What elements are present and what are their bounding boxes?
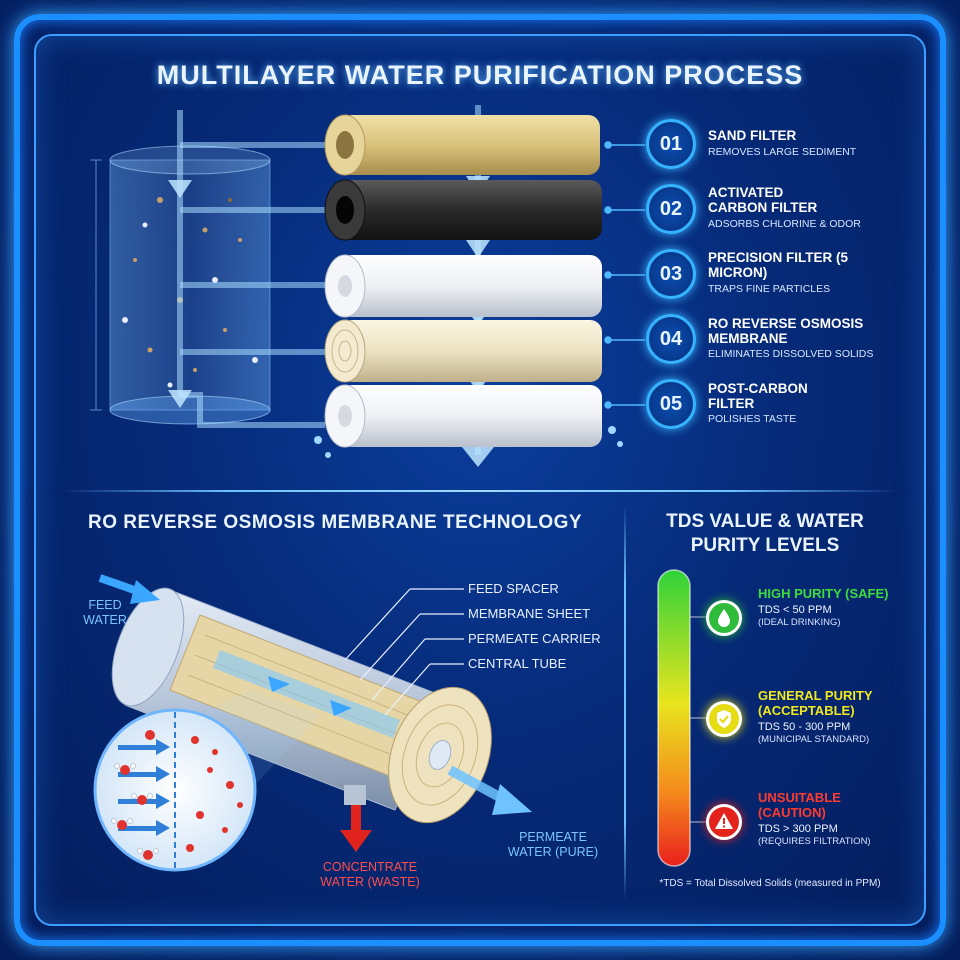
feed-arrow	[98, 574, 160, 604]
purity-level-unsuitable: UNSUITABLE (CAUTION) TDS > 300 PPM (REQU…	[758, 790, 908, 848]
ro-membrane-cartridge	[324, 319, 602, 383]
stage-number-badge: 01	[646, 119, 696, 169]
purity-title: UNSUITABLE (CAUTION)	[758, 790, 841, 820]
stage-connectors	[604, 141, 645, 409]
stage-title: PRECISION FILTER (5 MICRON)	[708, 250, 849, 280]
inner-border	[34, 34, 926, 926]
stage-title: RO REVERSE OSMOSIS MEMBRANE	[708, 316, 864, 346]
stage-title: ACTIVATED CARBON FILTER	[708, 185, 818, 215]
permeate-water-label: PERMEATE WATER (PURE)	[507, 830, 599, 859]
stage-description: ELIMINATES DISSOLVED SOLIDS	[708, 348, 874, 360]
stage-number-badge: 03	[646, 249, 696, 299]
water-droplets	[314, 426, 623, 458]
pp-filter-cartridge	[324, 254, 602, 318]
layer-label-membrane-sheet: MEMBRANE SHEET	[468, 606, 591, 621]
permeate-arrow	[447, 765, 532, 815]
check-shield-icon	[706, 701, 742, 737]
purity-note: (REQUIRES FILTRATION)	[758, 836, 871, 847]
purity-range: TDS 50 - 300 PPM	[758, 721, 851, 733]
stage-02: 02 ACTIVATED CARBON FILTER ADSORBS CHLOR…	[640, 180, 900, 240]
water-drop-icon	[706, 600, 742, 636]
stage-number-badge: 05	[646, 379, 696, 429]
tds-scale-bar	[657, 569, 710, 867]
concentrate-arrow	[340, 805, 372, 852]
section-divider-horizontal	[62, 490, 898, 492]
carbon-filter-cartridge	[324, 179, 602, 241]
ro-section-title: RO REVERSE OSMOSIS MEMBRANE TECHNOLOGY	[88, 512, 583, 533]
stage-03: 03 PRECISION FILTER (5 MICRON) TRAPS FIN…	[640, 245, 900, 305]
purity-level-general: GENERAL PURITY (ACCEPTABLE) TDS 50 - 300…	[758, 688, 908, 746]
section-divider-vertical	[624, 505, 626, 900]
stage-title: POST-CARBON FILTER	[708, 381, 808, 411]
concentrate-water-label: CONCENTRATE WATER (WASTE)	[320, 860, 420, 889]
purity-range: TDS > 300 PPM	[758, 823, 838, 835]
stage-description: ADSORBS CHLORINE & ODOR	[708, 218, 861, 230]
stage-number-badge: 04	[646, 314, 696, 364]
internal-flow-arrows	[268, 676, 352, 716]
layer-label-feed-spacer: FEED SPACER	[468, 581, 559, 596]
molecule-zoom-circle	[93, 708, 257, 872]
warning-icon	[706, 804, 742, 840]
purity-title: HIGH PURITY (SAFE)	[758, 586, 889, 601]
stage-description: TRAPS FINE PARTICLES	[708, 283, 831, 295]
feed-water-label: FEED WATER	[83, 598, 127, 627]
tds-section-title: TDS VALUE & WATER PURITY LEVELS	[666, 511, 864, 556]
tds-footnote: *TDS = Total Dissolved Solids (measured …	[659, 878, 881, 889]
post-carbon-cartridge	[324, 384, 602, 448]
ro-module	[111, 587, 492, 824]
purity-range: TDS < 50 PPM	[758, 604, 832, 616]
layer-callouts	[344, 588, 464, 716]
stage-05: 05 POST-CARBON FILTER POLISHES TASTE	[640, 375, 900, 435]
stage-number-badge: 02	[646, 184, 696, 234]
stage-description: POLISHES TASTE	[708, 413, 797, 425]
layer-label-central-tube: CENTRAL TUBE	[468, 656, 567, 671]
stage-01: 01 SAND FILTER REMOVES LARGE SEDIMENT	[640, 115, 900, 175]
purity-note: (IDEAL DRINKING)	[758, 617, 841, 628]
main-title: MULTILAYER WATER PURIFICATION PROCESS	[156, 60, 804, 90]
purity-level-high: HIGH PURITY (SAFE) TDS < 50 PPM (IDEAL D…	[758, 586, 908, 629]
sand-filter-cartridge	[324, 114, 600, 176]
stage-description: REMOVES LARGE SEDIMENT	[708, 146, 857, 158]
purity-title: GENERAL PURITY (ACCEPTABLE)	[758, 688, 873, 718]
outer-border	[14, 14, 946, 946]
stage-04: 04 RO REVERSE OSMOSIS MEMBRANE ELIMINATE…	[640, 310, 900, 370]
purity-note: (MUNICIPAL STANDARD)	[758, 734, 870, 745]
layer-label-permeate-carrier: PERMEATE CARRIER	[468, 631, 601, 646]
stage-title: SAND FILTER	[708, 128, 797, 143]
